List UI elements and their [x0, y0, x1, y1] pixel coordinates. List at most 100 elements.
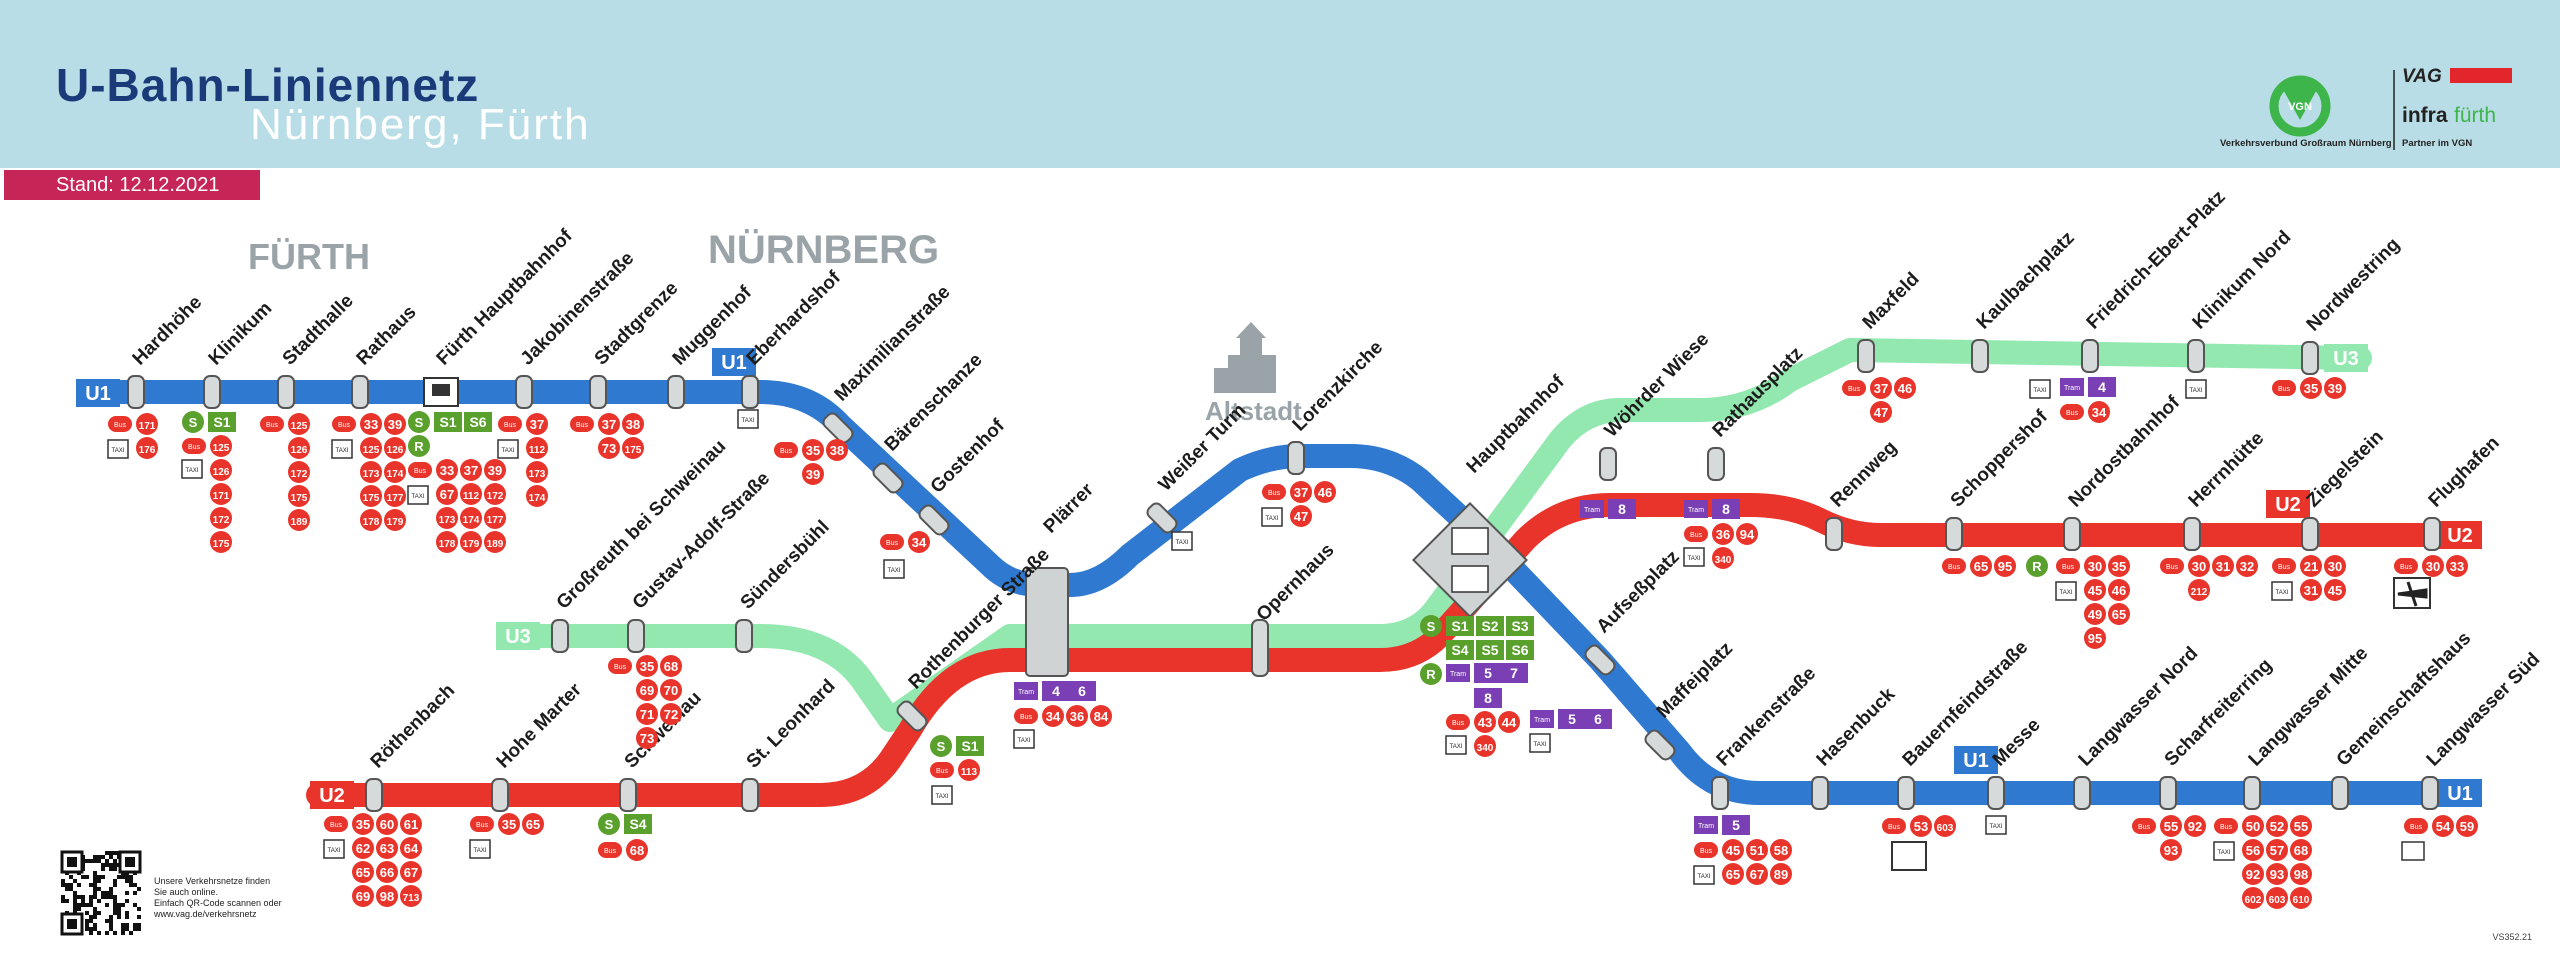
station-marker-jakobinenstrasse[interactable]: [515, 375, 533, 409]
station-marker-frankenstrasse[interactable]: [1711, 776, 1729, 810]
station-label-nordwestring[interactable]: Nordwestring: [2303, 234, 2404, 335]
station-marker-rathaus[interactable]: [351, 375, 369, 409]
bus-route-badge: [1870, 401, 1892, 423]
bus-route-badge: [360, 461, 382, 483]
station-marker-eberhardshof[interactable]: [741, 375, 759, 409]
station-marker-maxfeld[interactable]: [1857, 339, 1875, 373]
tram-route-badge: [1474, 663, 1502, 683]
route-number: 93: [2164, 843, 2178, 858]
station-label-herrnhuette[interactable]: Herrnhütte: [2185, 428, 2269, 512]
station-label-rennweg[interactable]: Rennweg: [1827, 437, 1902, 512]
station-marker-nordwestring[interactable]: [2301, 341, 2319, 375]
station-marker-langwasser_sued[interactable]: [2421, 776, 2439, 810]
bus-icon: [1842, 380, 1866, 396]
station-marker-rothenburger_strasse[interactable]: [895, 699, 929, 733]
station-label-messe[interactable]: Messe: [1989, 715, 2045, 771]
station-marker-flughafen[interactable]: [2423, 517, 2441, 551]
station-marker-grossreuth[interactable]: [551, 619, 569, 653]
station-label-frankenstrasse[interactable]: Frankenstraße: [1713, 663, 1820, 770]
station-marker-woehrder_wiese[interactable]: [1599, 447, 1617, 481]
station-marker-st_leonhard[interactable]: [741, 778, 759, 812]
station-marker-lorenzkirche[interactable]: [1287, 441, 1305, 475]
station-label-plaerrer[interactable]: Plärrer: [1040, 479, 1099, 538]
u1-badge-messe: U1: [1954, 746, 1998, 774]
station-marker-friedrich_ebert_platz[interactable]: [2081, 339, 2099, 373]
station-label-hardhoehe[interactable]: Hardhöhe: [129, 292, 207, 370]
station-label-lorenzkirche[interactable]: Lorenzkirche: [1289, 337, 1387, 435]
station-label-hohe_marter[interactable]: Hohe Marter: [493, 679, 587, 773]
route-number: 31: [2216, 559, 2230, 574]
station-label-opernhaus[interactable]: Opernhaus: [1253, 540, 1339, 626]
station-label-ziegelstein[interactable]: Ziegelstein: [2303, 427, 2388, 512]
bus-route-badge: [526, 437, 548, 459]
station-marker-stadthalle[interactable]: [277, 375, 295, 409]
station-marker-muggenhof[interactable]: [667, 375, 685, 409]
station-label-flughafen[interactable]: Flughafen: [2425, 432, 2504, 511]
station-label-rathaus[interactable]: Rathaus: [353, 302, 421, 370]
station-marker-hohe_marter[interactable]: [491, 778, 509, 812]
station-label-schoppershof[interactable]: Schoppershof: [1947, 406, 2053, 512]
station-label-aufsessplatz[interactable]: Aufseßplatz: [1593, 547, 1684, 638]
station-marker-kaulbachplatz[interactable]: [1971, 339, 1989, 373]
station-label-hasenbuck[interactable]: Hasenbuck: [1813, 684, 1900, 771]
bus-route-badge: [460, 507, 482, 529]
station-marker-gostenhof[interactable]: [917, 503, 951, 537]
station-label-kaulbachplatz[interactable]: Kaulbachplatz: [1973, 228, 2079, 334]
station-label-suendersbuehl[interactable]: Sündersbühl: [737, 517, 834, 614]
station-label-eberhardshof[interactable]: Eberhardshof: [743, 267, 846, 370]
route-number: 62: [356, 841, 370, 856]
station-marker-aufsessplatz[interactable]: [1583, 643, 1617, 677]
route-number: 70: [664, 683, 678, 698]
station-label-fuerth_hbf[interactable]: Fürth Hauptbahnhof: [433, 225, 577, 369]
station-label-klinikum_nord[interactable]: Klinikum Nord: [2189, 227, 2296, 334]
station-marker-klinikum[interactable]: [203, 375, 221, 409]
station-label-woehrder_wiese[interactable]: Wöhrder Wiese: [1601, 329, 1714, 442]
station-label-gostenhof[interactable]: Gostenhof: [927, 415, 1009, 497]
s-bahn-route-badge: [624, 814, 652, 834]
route-number: 37: [602, 417, 616, 432]
station-marker-opernhaus[interactable]: [1251, 619, 1269, 677]
station-marker-schweinau[interactable]: [619, 778, 637, 812]
station-marker-rathausplatz[interactable]: [1707, 447, 1725, 481]
station-marker-langwasser_mitte[interactable]: [2243, 776, 2261, 810]
station-marker-scharfreiterring[interactable]: [2159, 776, 2177, 810]
station-marker-schoppershof[interactable]: [1945, 517, 1963, 551]
bus-route-badge: [460, 459, 482, 481]
station-label-maffeiplatz[interactable]: Maffeiplatz: [1653, 638, 1737, 722]
bus-route-badge: [484, 483, 506, 505]
route-number: 36: [1070, 709, 1084, 724]
station-marker-baerenschanze[interactable]: [871, 461, 905, 495]
station-marker-klinikum_nord[interactable]: [2187, 339, 2205, 373]
station-marker-langwasser_nord[interactable]: [2073, 776, 2091, 810]
station-marker-hardhoehe[interactable]: [127, 375, 145, 409]
station-label-stadthalle[interactable]: Stadthalle: [279, 290, 358, 369]
station-marker-bauernfeindstrasse[interactable]: [1897, 776, 1915, 810]
station-marker-ziegelstein[interactable]: [2301, 517, 2319, 551]
s-bahn-icon: [182, 411, 204, 433]
station-marker-messe[interactable]: [1987, 776, 2005, 810]
taxi-icon: [2185, 379, 2207, 399]
station-label-roethenbach[interactable]: Röthenbach: [367, 680, 459, 772]
bus-route-badge: [1314, 481, 1336, 503]
station-label-st_leonhard[interactable]: St. Leonhard: [743, 676, 840, 773]
station-marker-rennweg[interactable]: [1825, 517, 1843, 551]
bus-label: Bus: [936, 768, 949, 775]
map-code: VS352.21: [2492, 932, 2532, 942]
station-label-maxfeld[interactable]: Maxfeld: [1859, 269, 1924, 334]
station-marker-hasenbuck[interactable]: [1811, 776, 1829, 810]
station-marker-nordostbahnhof[interactable]: [2063, 517, 2081, 551]
route-number: S2: [1481, 618, 1498, 634]
station-marker-stadtgrenze[interactable]: [589, 375, 607, 409]
station-marker-weisser_turm[interactable]: [1145, 501, 1179, 535]
station-marker-suendersbuehl[interactable]: [735, 619, 753, 653]
bus-label: Bus: [1268, 490, 1281, 497]
route-number: 34: [2092, 405, 2107, 420]
station-marker-gustav_adolf_strasse[interactable]: [627, 619, 645, 653]
station-marker-maffeiplatz[interactable]: [1643, 728, 1677, 762]
station-marker-gemeinschaftshaus[interactable]: [2331, 776, 2349, 810]
station-label-schweinau[interactable]: Schweinau: [621, 688, 706, 773]
station-label-klinikum[interactable]: Klinikum: [205, 298, 277, 370]
station-marker-roethenbach[interactable]: [365, 778, 383, 812]
station-marker-herrnhuette[interactable]: [2183, 517, 2201, 551]
station-marker-maximilianstrasse[interactable]: [821, 411, 855, 445]
